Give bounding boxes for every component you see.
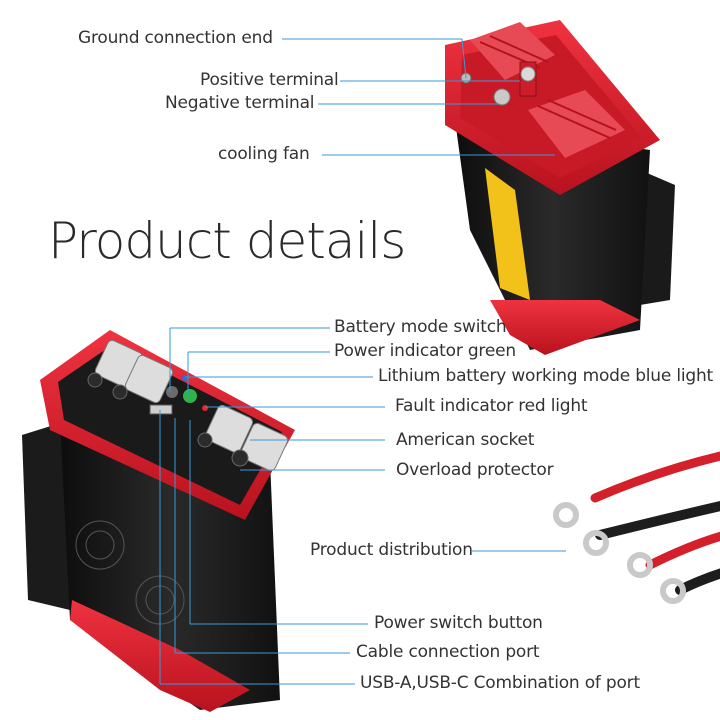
callout-usb: USB-A,USB-C Combination of port	[360, 673, 640, 693]
battery-mode-switch-icon	[166, 386, 178, 398]
callout-power-switch: Power switch button	[374, 613, 543, 633]
inverter-front-view	[22, 330, 295, 712]
callout-socket: American socket	[396, 430, 535, 450]
callout-lithium-blue: Lithium battery working mode blue light	[378, 366, 714, 386]
callout-positive: Positive terminal	[200, 70, 339, 90]
inverter-top-view	[445, 20, 675, 355]
callout-overload: Overload protector	[396, 460, 554, 480]
usb-port-icon	[149, 404, 173, 415]
overload-protector-icon	[231, 449, 249, 467]
callout-power-green: Power indicator green	[334, 341, 516, 361]
callout-cable-port: Cable connection port	[356, 642, 540, 662]
cables	[553, 451, 720, 604]
callout-fan: cooling fan	[218, 144, 310, 164]
cooling-fan-icon	[470, 22, 625, 158]
callout-distribution: Product distribution	[310, 540, 473, 560]
callout-negative: Negative terminal	[165, 93, 315, 113]
fault-red-light-icon	[202, 405, 208, 411]
callout-lines	[159, 38, 566, 685]
negative-terminal-icon	[493, 88, 511, 106]
positive-terminal-icon	[520, 66, 536, 82]
power-indicator-green-icon	[183, 389, 197, 403]
lithium-blue-light-icon	[182, 375, 188, 381]
page-title: Product details	[48, 212, 406, 270]
callout-battery-mode: Battery mode switch	[334, 317, 507, 337]
callout-fault-red: Fault indicator red light	[395, 396, 588, 416]
callout-ground: Ground connection end	[78, 28, 273, 48]
